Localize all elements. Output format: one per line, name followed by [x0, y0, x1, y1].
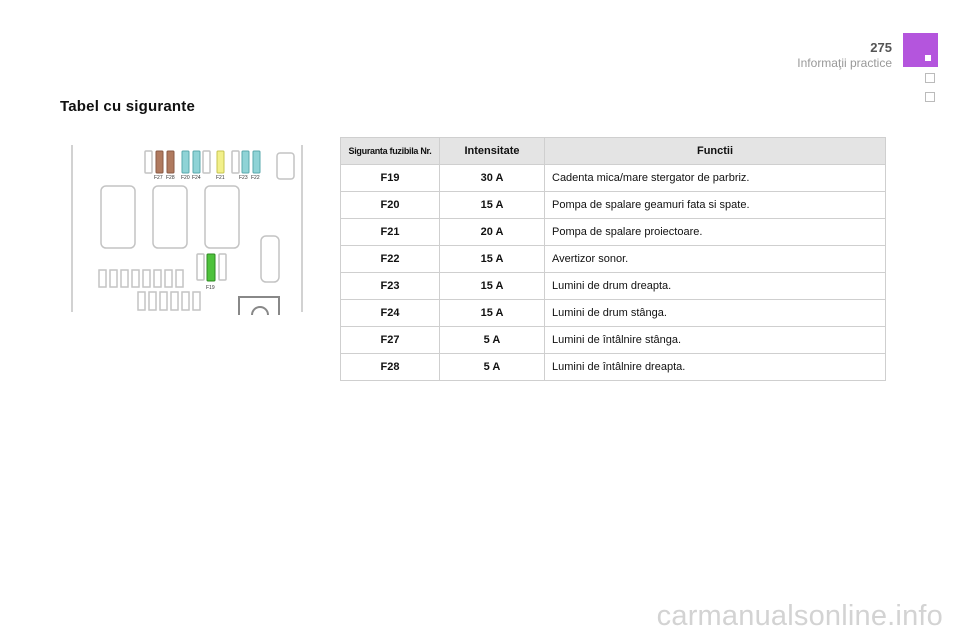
- page-number: 275: [870, 40, 892, 55]
- fuse-function: Pompa de spalare geamuri fata si spate.: [544, 191, 886, 219]
- column-header-intensity: Intensitate: [439, 137, 545, 165]
- fuse-function: Cadenta mica/mare stergator de parbriz.: [544, 164, 886, 192]
- fuse-amperage: 20 A: [439, 218, 545, 246]
- fuse-id: F24: [340, 299, 440, 327]
- table-row: F22 15 A Avertizor sonor.: [340, 245, 886, 273]
- fuse-id: F20: [340, 191, 440, 219]
- fuse-function: Pompa de spalare proiectoare.: [544, 218, 886, 246]
- page-heading: Tabel cu sigurante: [60, 98, 196, 115]
- fuse-function: Lumini de drum dreapta.: [544, 272, 886, 300]
- fuse-id: F27: [340, 326, 440, 354]
- watermark: carmanualsonline.info: [656, 600, 943, 632]
- fuse-label: F20: [181, 175, 190, 181]
- fuse-label: F24: [192, 175, 201, 181]
- fuse-function: Lumini de întâlnire stânga.: [544, 326, 886, 354]
- fuse-label: F22: [251, 175, 260, 181]
- chapter-tab[interactable]: [925, 73, 935, 83]
- fuse-function: Lumini de drum stânga.: [544, 299, 886, 327]
- fuse-function: Avertizor sonor.: [544, 245, 886, 273]
- fuse-amperage: 5 A: [439, 353, 545, 381]
- table-row: F20 15 A Pompa de spalare geamuri fata s…: [340, 191, 886, 219]
- fuse-label: F23: [239, 175, 248, 181]
- fuse-id: F23: [340, 272, 440, 300]
- fuse-amperage: 15 A: [439, 245, 545, 273]
- chapter-tab-active[interactable]: [903, 33, 938, 67]
- fuse-label: F27: [154, 175, 163, 181]
- fuse-box-diagram: F27 F28 F20 F24 F21 F23 F22 F19: [71, 145, 303, 315]
- fuse-amperage: 15 A: [439, 191, 545, 219]
- table-header-row: Siguranta fuzibila Nr. Intensitate Funct…: [340, 137, 886, 165]
- fuse-id: F21: [340, 218, 440, 246]
- chapter-tab[interactable]: [925, 92, 935, 102]
- section-title: Informaţii practice: [797, 56, 892, 70]
- table-row: F27 5 A Lumini de întâlnire stânga.: [340, 326, 886, 354]
- fuse-id: F19: [340, 164, 440, 192]
- table-row: F21 20 A Pompa de spalare proiectoare.: [340, 218, 886, 246]
- fuse-amperage: 15 A: [439, 272, 545, 300]
- fuse-label: F28: [166, 175, 175, 181]
- fuse-id: F22: [340, 245, 440, 273]
- tab-marker-icon: [925, 55, 931, 61]
- table-row: F23 15 A Lumini de drum dreapta.: [340, 272, 886, 300]
- column-header-fuse: Siguranta fuzibila Nr.: [340, 137, 440, 165]
- fuse-id: F28: [340, 353, 440, 381]
- table-row: F19 30 A Cadenta mica/mare stergator de …: [340, 164, 886, 192]
- fuse-amperage: 30 A: [439, 164, 545, 192]
- fuse-amperage: 5 A: [439, 326, 545, 354]
- fuse-amperage: 15 A: [439, 299, 545, 327]
- fuse-label: F21: [216, 175, 225, 181]
- fuse-function: Lumini de întâlnire dreapta.: [544, 353, 886, 381]
- fuse-table: Siguranta fuzibila Nr. Intensitate Funct…: [340, 137, 886, 381]
- column-header-functions: Functii: [544, 137, 886, 165]
- fuse-label: F19: [206, 285, 215, 291]
- table-row: F28 5 A Lumini de întâlnire dreapta.: [340, 353, 886, 381]
- table-row: F24 15 A Lumini de drum stânga.: [340, 299, 886, 327]
